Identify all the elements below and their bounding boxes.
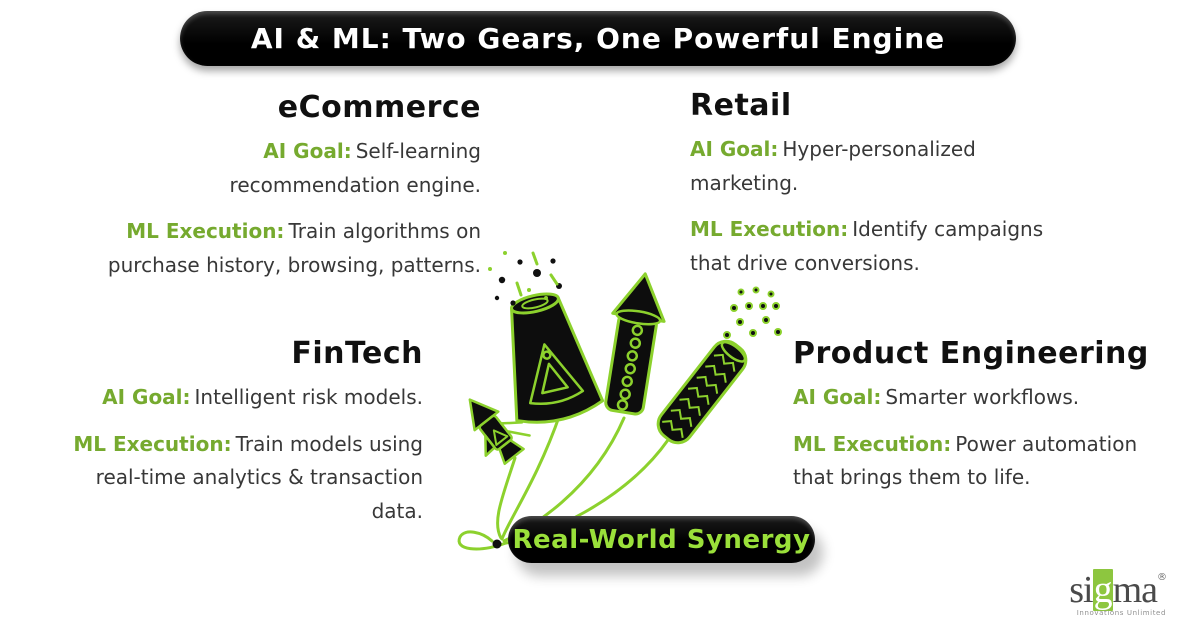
retail-ml-execution-line: ML Execution:Identify campaigns that dri… (690, 213, 1058, 280)
ai-goal-label: AI Goal: (690, 137, 779, 161)
registered-mark-icon: ® (1157, 572, 1167, 583)
retail-ai-goal-line: AI Goal:Hyper-personalized marketing. (690, 133, 1000, 200)
logo-text-si: si (1069, 569, 1093, 611)
ai-goal-label: AI Goal: (102, 385, 191, 409)
ecommerce-heading: eCommerce (277, 90, 481, 125)
synergy-banner: Real-World Synergy (508, 516, 815, 563)
title-banner: AI & ML: Two Gears, One Powerful Engine (180, 11, 1016, 66)
retail-heading: Retail (690, 88, 792, 123)
logo-text-ma: ma (1112, 569, 1158, 611)
product-engineering-heading: Product Engineering (793, 336, 1149, 371)
page-title: AI & ML: Two Gears, One Powerful Engine (250, 22, 946, 55)
ml-execution-text: Train models using real-time analytics &… (95, 431, 423, 523)
ml-execution-label: ML Execution: (793, 431, 952, 456)
fintech-ml-execution-line: ML Execution:Train models using real-tim… (65, 428, 423, 529)
ml-execution-label: ML Execution: (126, 219, 285, 244)
ml-execution-label: ML Execution: (73, 431, 232, 456)
synergy-label: Real-World Synergy (512, 524, 811, 555)
ai-goal-text: Intelligent risk models. (194, 385, 423, 409)
cone-sparks-icon (488, 251, 562, 306)
sigma-wordmark: sigma® (1069, 569, 1167, 611)
ml-execution-text: Identify campaigns that drive conversion… (690, 217, 1044, 275)
ecommerce-ml-execution-line: ML Execution:Train algorithms on purchas… (81, 215, 481, 282)
ai-goal-label: AI Goal: (263, 139, 352, 163)
ml-execution-label: ML Execution: (690, 217, 849, 242)
logo-green-g: g (1092, 569, 1113, 611)
ai-goal-text: Hyper-personalized marketing. (690, 137, 976, 195)
ml-execution-text: Power automation that brings them to lif… (793, 431, 1138, 490)
section-ecommerce: eCommerce AI Goal:Self-learning recommen… (81, 90, 481, 282)
section-fintech: FinTech AI Goal:Intelligent risk models.… (3, 336, 423, 528)
ai-goal-label: AI Goal: (793, 385, 882, 409)
product-ml-execution-line: ML Execution:Power automation that bring… (793, 428, 1141, 495)
fintech-heading: FinTech (291, 336, 423, 371)
section-product-engineering: Product Engineering AI Goal:Smarter work… (793, 336, 1200, 495)
rocket-icon (604, 272, 666, 416)
logo-tagline: Innovations Unlimited (1076, 609, 1166, 617)
product-ai-goal-line: AI Goal:Smarter workflows. (793, 381, 1200, 415)
fintech-ai-goal-line: AI Goal:Intelligent risk models. (3, 381, 423, 415)
ai-goal-text: Smarter workflows. (885, 385, 1080, 409)
fuse-end-dot-icon (492, 539, 502, 549)
small-rocket-icon (468, 398, 531, 466)
firecracker-sparks-icon (723, 286, 782, 339)
ml-execution-text: Train algorithms on purchase history, br… (107, 219, 481, 277)
firecracker-icon (656, 339, 748, 445)
ai-goal-text: Self-learning recommendation engine. (229, 139, 481, 197)
ecommerce-ai-goal-line: AI Goal:Self-learning recommendation eng… (196, 135, 481, 202)
sigma-logo: sigma® Innovations Unlimited (1069, 569, 1167, 617)
section-retail: Retail AI Goal:Hyper-personalized market… (690, 88, 1110, 280)
cone-fountain-icon (509, 292, 605, 424)
